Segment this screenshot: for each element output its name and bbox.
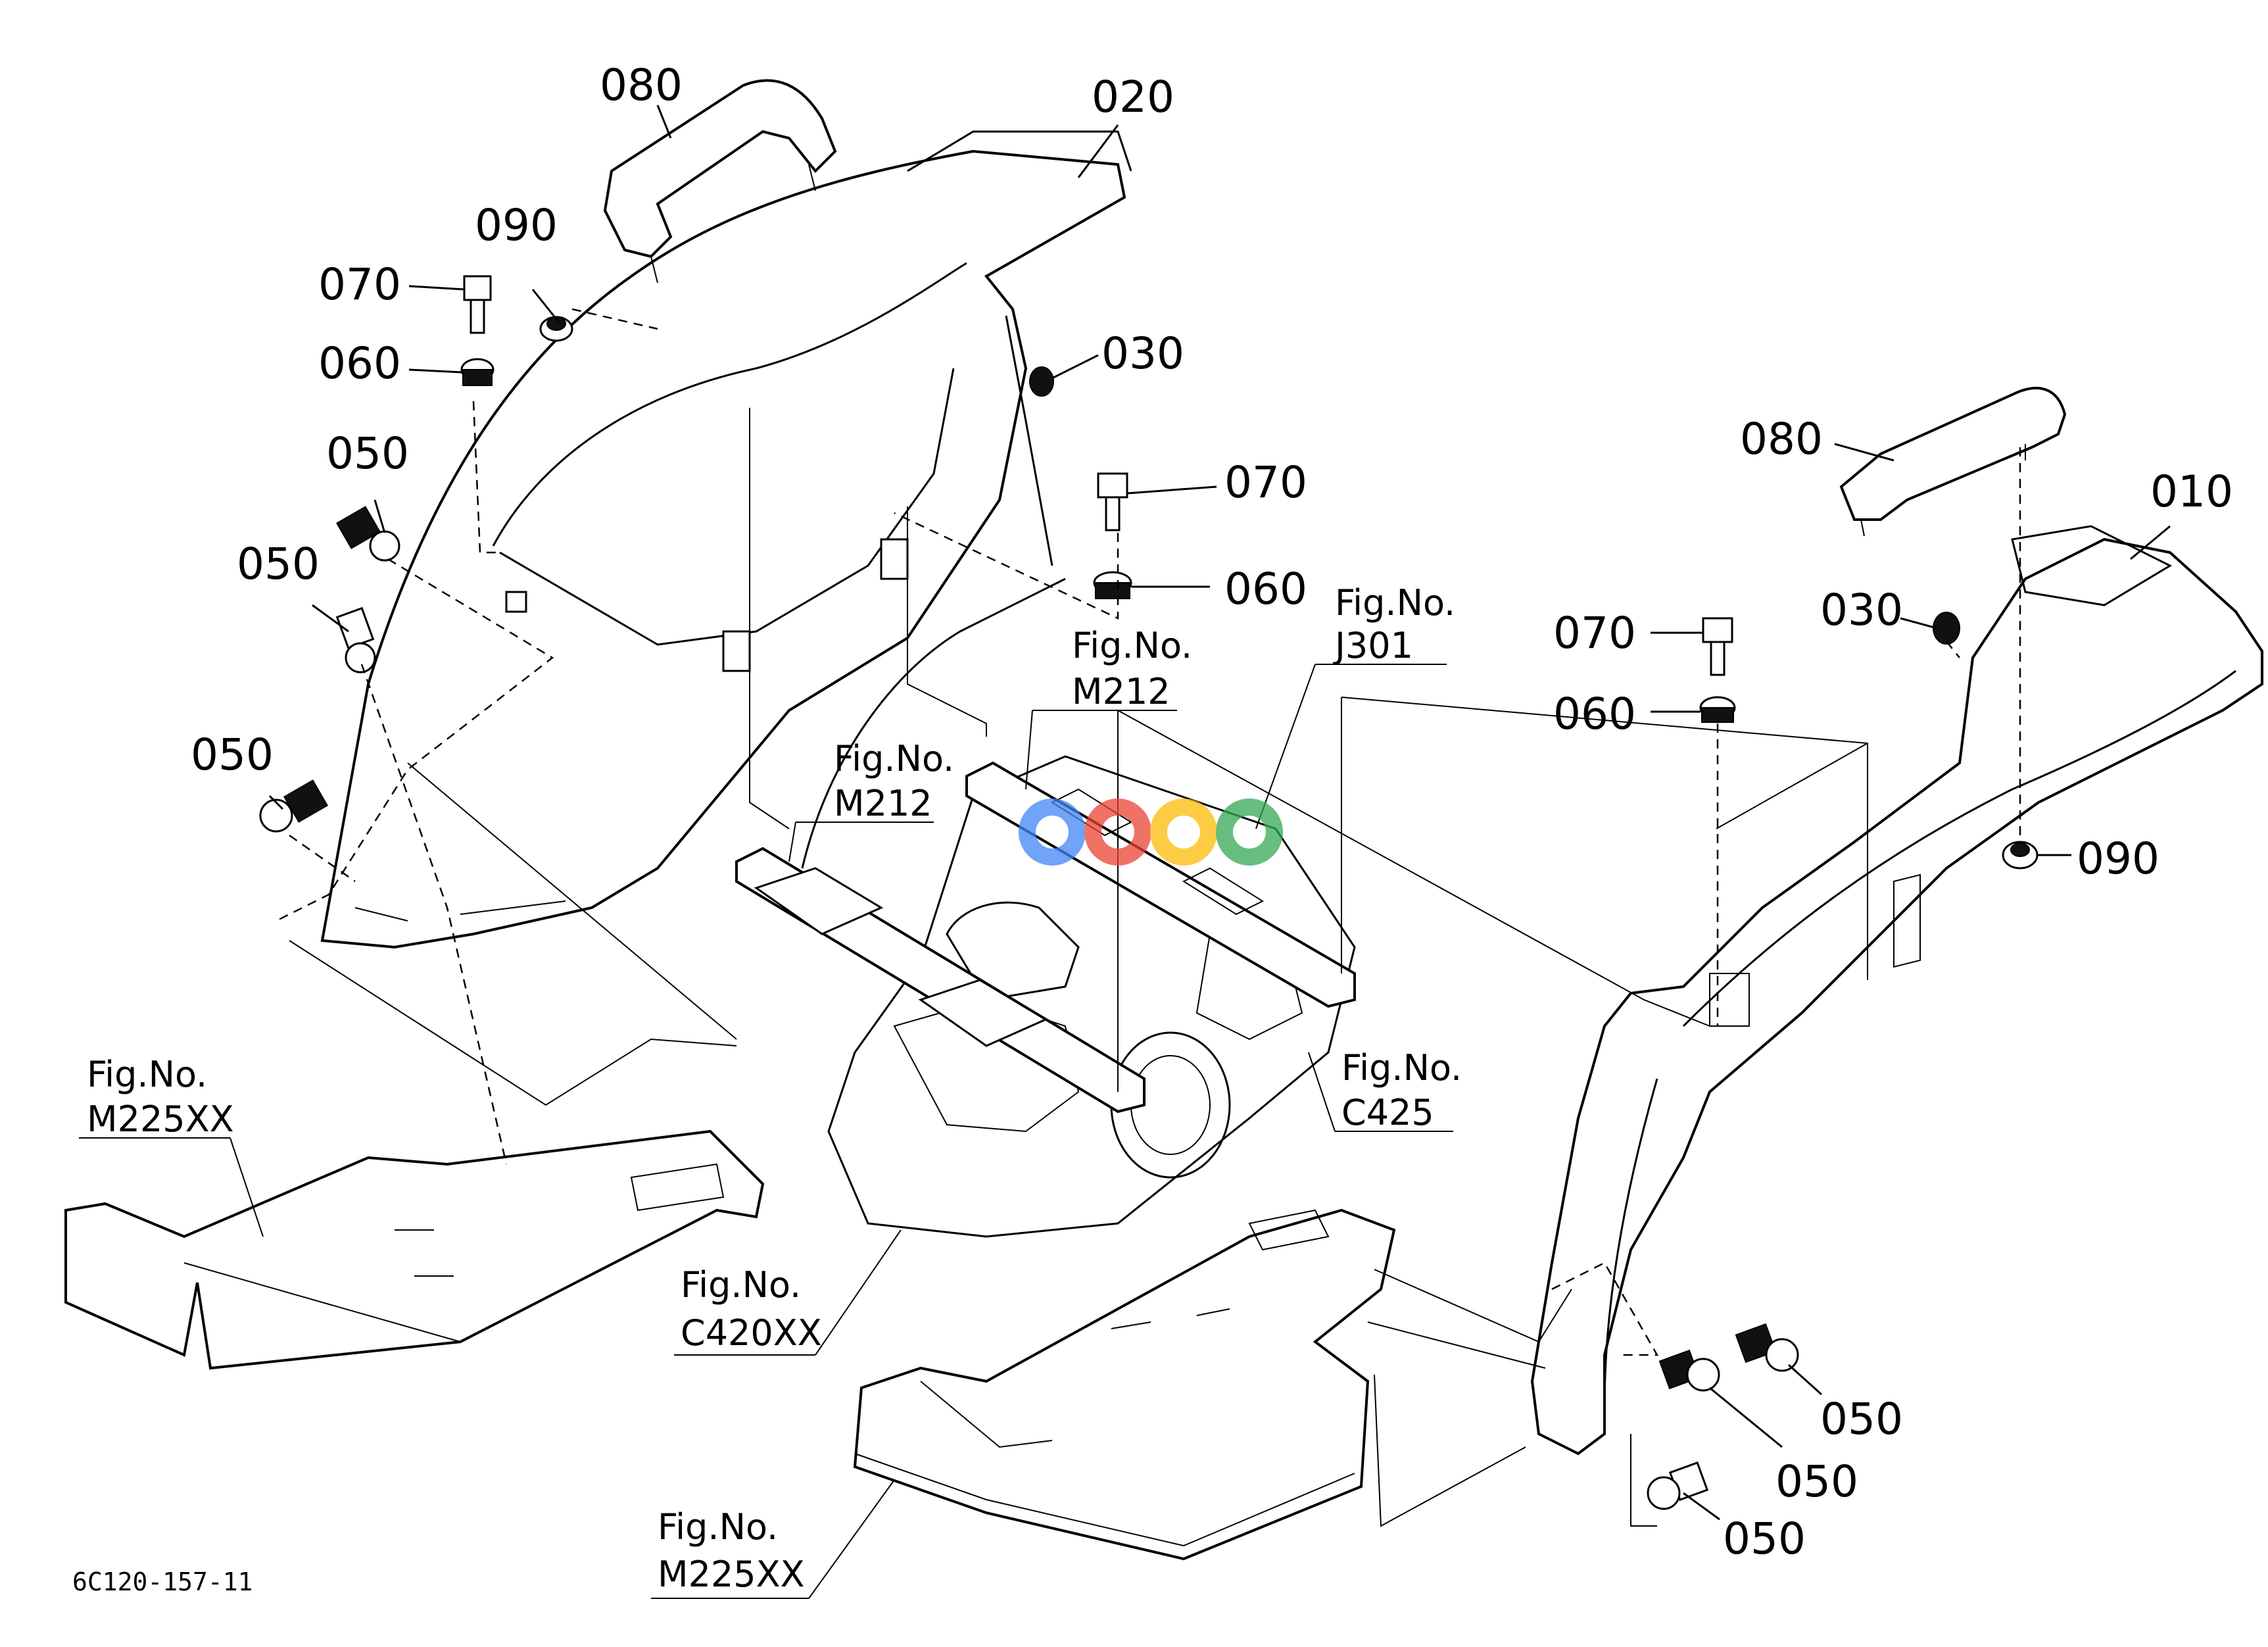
left-washer-060 <box>460 358 495 386</box>
left-bolt-070 <box>463 275 492 334</box>
part-label-050-f: 050 <box>1723 1513 1806 1564</box>
right-bolt-050-d <box>1735 1323 1799 1372</box>
part-label-030-left: 030 <box>1101 328 1184 379</box>
part-label-030-right: 030 <box>1820 585 1903 635</box>
part-label-050-d: 050 <box>1820 1394 1903 1444</box>
part-label-060-mid: 060 <box>1224 564 1307 614</box>
left-bolt-050-c <box>259 779 329 833</box>
right-bolt-050-f <box>1647 1461 1709 1510</box>
fig-ref-c420xx-code: C420XX <box>681 1312 822 1354</box>
fig-ref-m212-lower-line1: Fig.No. <box>834 738 954 779</box>
fig-ref-m212-lower-code: M212 <box>834 783 932 824</box>
left-grommet-090 <box>539 316 573 342</box>
fig-ref-m225xx-bottom-line1: Fig.No. <box>658 1506 778 1548</box>
fig-ref-c425-code: C425 <box>1341 1092 1434 1133</box>
right-handle-080 <box>1839 387 2067 537</box>
right-bolt-070 <box>1702 617 1733 676</box>
fig-ref-m212-upper-code: M212 <box>1072 671 1170 712</box>
right-nut-030 <box>1933 612 1960 645</box>
fig-ref-m225xx-bottom-code: M225XX <box>658 1554 805 1595</box>
left-bolt-050-a <box>335 506 400 562</box>
left-floor-plate <box>64 1129 765 1370</box>
assembly-lines <box>276 308 2021 1356</box>
left-handle-080 <box>603 79 837 283</box>
fig-ref-m225xx-left-code: M225XX <box>87 1098 234 1140</box>
left-fender-020 <box>320 130 1132 949</box>
part-label-060-right: 060 <box>1553 689 1636 739</box>
part-label-050-e: 050 <box>1775 1456 1858 1507</box>
part-label-070-mid: 070 <box>1224 457 1307 508</box>
part-label-060-left: 060 <box>318 338 401 389</box>
fig-ref-c425-line1: Fig.No. <box>1341 1047 1462 1089</box>
bottom-floor-plate <box>853 1208 1396 1561</box>
fig-ref-m225xx-left-line1: Fig.No. <box>87 1054 207 1095</box>
right-bolt-050-e <box>1658 1349 1720 1392</box>
leader-lines <box>79 105 2171 1599</box>
part-label-080-right: 080 <box>1740 414 1823 464</box>
part-label-020: 020 <box>1092 72 1174 122</box>
right-grommet-090 <box>2002 841 2039 870</box>
part-label-090-left: 090 <box>475 200 558 251</box>
mid-washer-060 <box>1093 571 1132 599</box>
part-label-090-right: 090 <box>2077 833 2159 884</box>
fig-ref-c420xx-line1: Fig.No. <box>681 1264 801 1306</box>
part-labels: 080 020 090 070 060 030 050 050 050 070 … <box>191 60 2233 1564</box>
fig-ref-j301-line1: Fig.No. <box>1335 582 1455 624</box>
lower-bracket-m212 <box>735 847 1146 1114</box>
mid-bolt-070 <box>1097 472 1128 531</box>
part-label-050-b: 050 <box>237 539 320 589</box>
part-label-070-left: 070 <box>318 259 401 310</box>
right-fender-010 <box>1530 525 2263 1456</box>
watermark-logo <box>1019 799 1283 866</box>
fig-ref-j301-code: J301 <box>1333 625 1413 666</box>
part-label-050-c: 050 <box>191 729 274 780</box>
fig-ref-m212-upper-line1: Fig.No. <box>1072 625 1192 666</box>
part-label-050-a: 050 <box>326 428 409 479</box>
assembly-outlines <box>289 408 1868 1527</box>
part-label-080-left: 080 <box>600 60 683 111</box>
drawing-code: 6C120-157-11 <box>72 1567 253 1596</box>
part-label-070-right: 070 <box>1553 608 1636 658</box>
upper-bracket-m212 <box>965 761 1356 1008</box>
left-nut-030 <box>1029 366 1054 397</box>
figure-refs: Fig.No. J301 Fig.No. M212 Fig.No. M212 F… <box>87 582 1462 1595</box>
left-bolt-050-b <box>335 606 376 674</box>
part-label-010: 010 <box>2150 466 2233 517</box>
right-washer-060 <box>1699 696 1736 723</box>
